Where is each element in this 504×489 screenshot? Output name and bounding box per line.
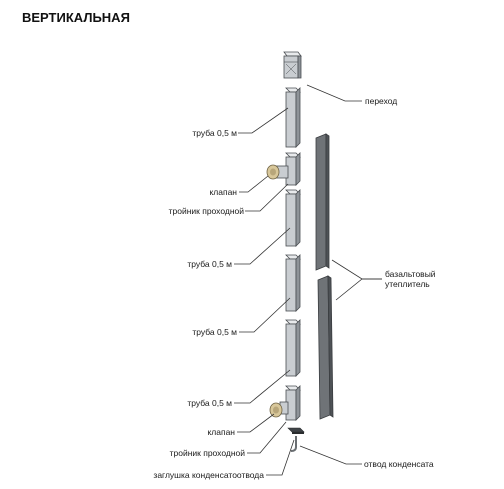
tee-2 <box>279 385 301 421</box>
label-tee2: тройник проходной <box>170 448 246 458</box>
condensate-plug <box>287 427 305 434</box>
insulation-panel-upper <box>315 133 330 271</box>
leader-adapter <box>306 84 362 102</box>
leader-tee2 <box>247 421 287 454</box>
pipe-segment-3 <box>285 254 301 312</box>
leader-insulation-lower <box>335 278 382 301</box>
valve-1 <box>266 164 280 180</box>
insulation-panel-lower <box>317 275 334 420</box>
leader-pipe3 <box>239 297 291 333</box>
diagram-title: ВЕРТИКАЛЬНАЯ <box>22 10 130 25</box>
label-condensate-outlet: отвод конденсата <box>364 459 434 469</box>
tee-1 <box>275 152 301 186</box>
leader-pipe1 <box>238 107 289 134</box>
label-adapter: переход <box>365 96 397 106</box>
leader-tee1 <box>245 183 289 212</box>
leader-pipe4 <box>234 369 291 404</box>
leader-valve2 <box>237 413 275 433</box>
pipe-segment-4 <box>285 319 301 377</box>
label-valve2: клапан <box>207 427 235 437</box>
pipe-segment-1 <box>285 87 301 148</box>
label-pipe1: труба 0,5 м <box>192 128 237 138</box>
label-pipe2: труба 0,5 м <box>187 259 232 269</box>
label-pipe4: труба 0,5 м <box>187 398 232 408</box>
leader-insulation-upper <box>331 259 382 280</box>
label-valve1: клапан <box>209 187 237 197</box>
valve-2 <box>269 402 283 418</box>
label-condensate-plug: заглушка конденсатоотвода <box>153 470 264 480</box>
condensate-outlet <box>290 436 297 452</box>
label-insulation-line1: базальтовый <box>385 269 436 279</box>
label-pipe3: труба 0,5 м <box>192 327 237 337</box>
pipe-segment-2 <box>285 189 301 247</box>
label-tee1: тройник проходной <box>169 206 245 216</box>
adapter-part <box>283 51 302 79</box>
leader-condensate-plug <box>266 439 295 476</box>
leader-pipe2 <box>234 227 291 265</box>
leader-valve1 <box>239 175 269 193</box>
leader-condensate-outlet <box>299 445 362 465</box>
label-insulation-line2: утеплитель <box>385 279 430 289</box>
